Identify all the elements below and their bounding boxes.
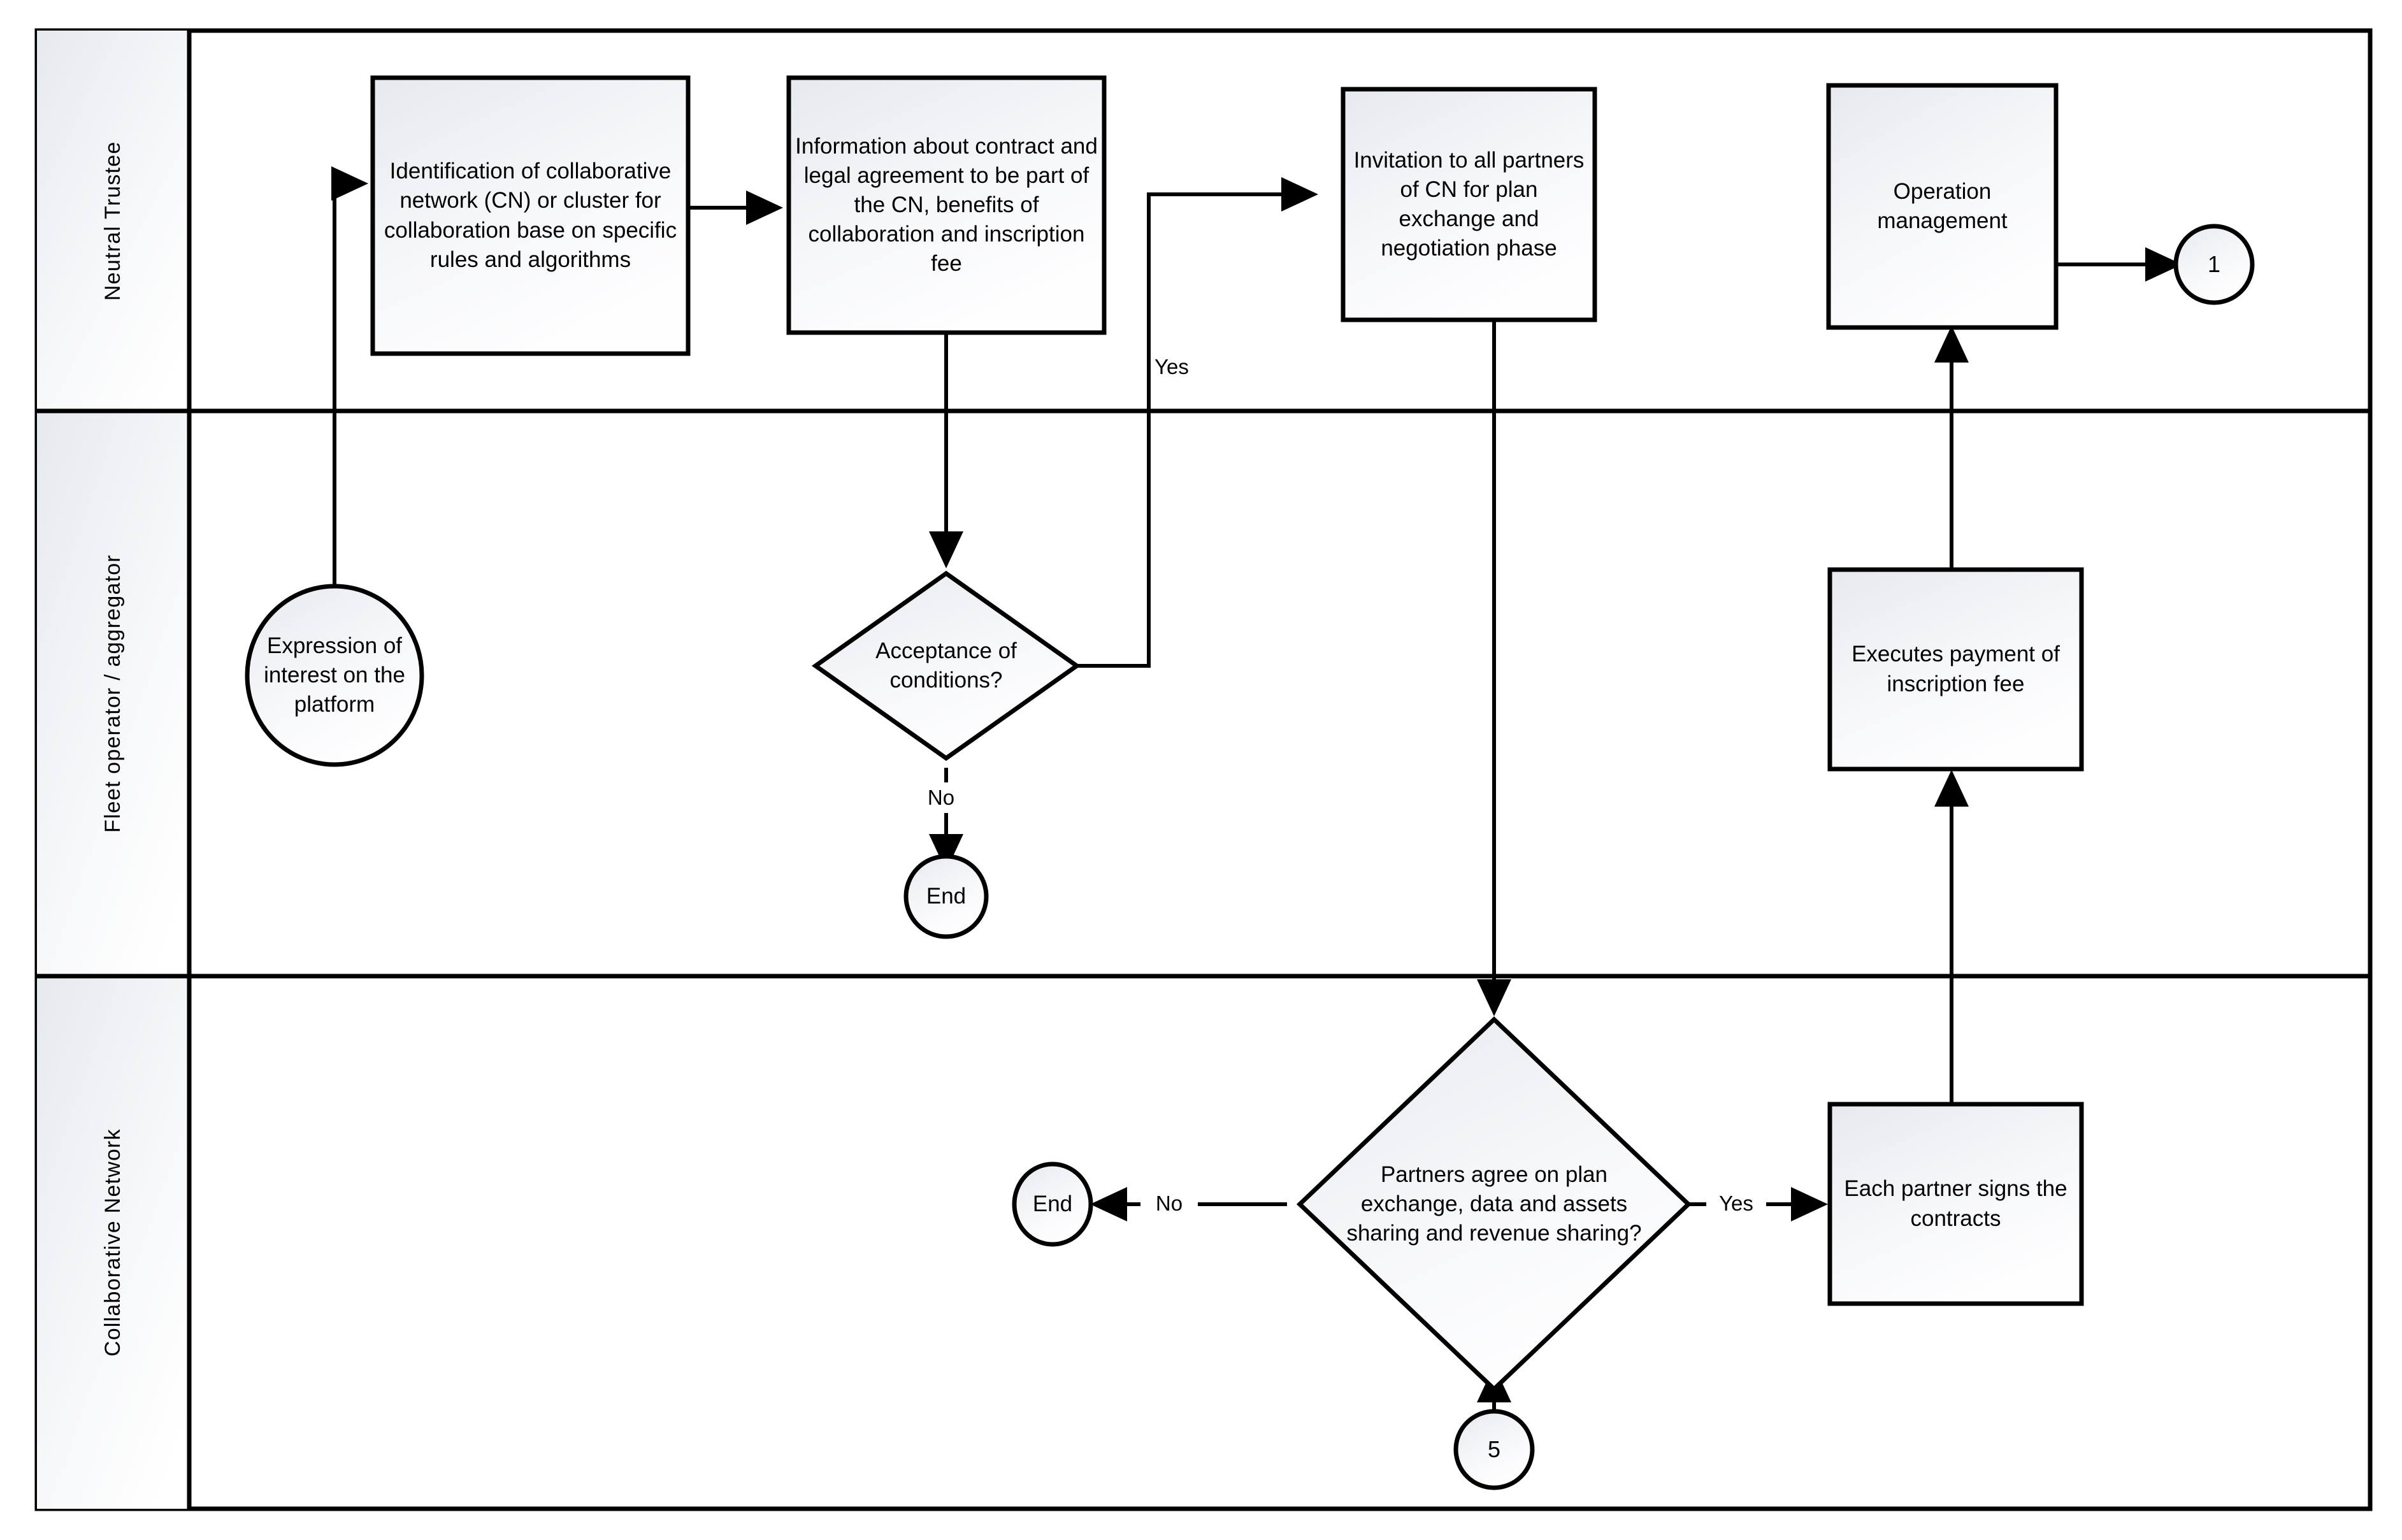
node-end-acceptance-shape[interactable] [903,854,989,939]
node-information[interactable] [789,78,1104,333]
node-end-partners-shape[interactable] [1012,1162,1093,1247]
node-invitation-shape[interactable] [1341,87,1597,322]
node-end-acceptance[interactable] [906,856,986,937]
node-connector-5[interactable] [1456,1411,1532,1488]
node-executes-payment-shape[interactable] [1827,567,2084,772]
node-each-partner-signs[interactable] [1830,1104,2082,1304]
node-identification[interactable] [373,78,688,354]
node-operation-management-shape[interactable] [1826,83,2059,330]
node-expression-of-interest-shape[interactable] [245,584,424,767]
edge-interest-to-identification [331,166,369,637]
node-connector-5-shape[interactable] [1453,1409,1535,1490]
node-connector-1-shape[interactable] [2173,224,2255,305]
node-each-partner-signs-shape[interactable] [1827,1102,2084,1306]
edge-acceptance-yes [1077,177,1319,668]
node-partners-agree-shape[interactable] [1296,1016,1692,1392]
node-acceptance-of-conditions[interactable] [816,573,1077,758]
node-identification-shape[interactable] [370,75,691,356]
node-information-shape[interactable] [786,75,1107,335]
node-end-partners[interactable] [1014,1164,1091,1244]
node-expression-of-interest[interactable] [247,586,422,765]
node-partners-agree[interactable] [1300,1019,1688,1389]
node-operation-management[interactable] [1829,85,2056,327]
node-executes-payment[interactable] [1830,570,2082,769]
node-invitation[interactable] [1343,89,1595,320]
node-connector-1[interactable] [2176,226,2252,303]
node-acceptance-of-conditions-shape[interactable] [811,570,1081,761]
